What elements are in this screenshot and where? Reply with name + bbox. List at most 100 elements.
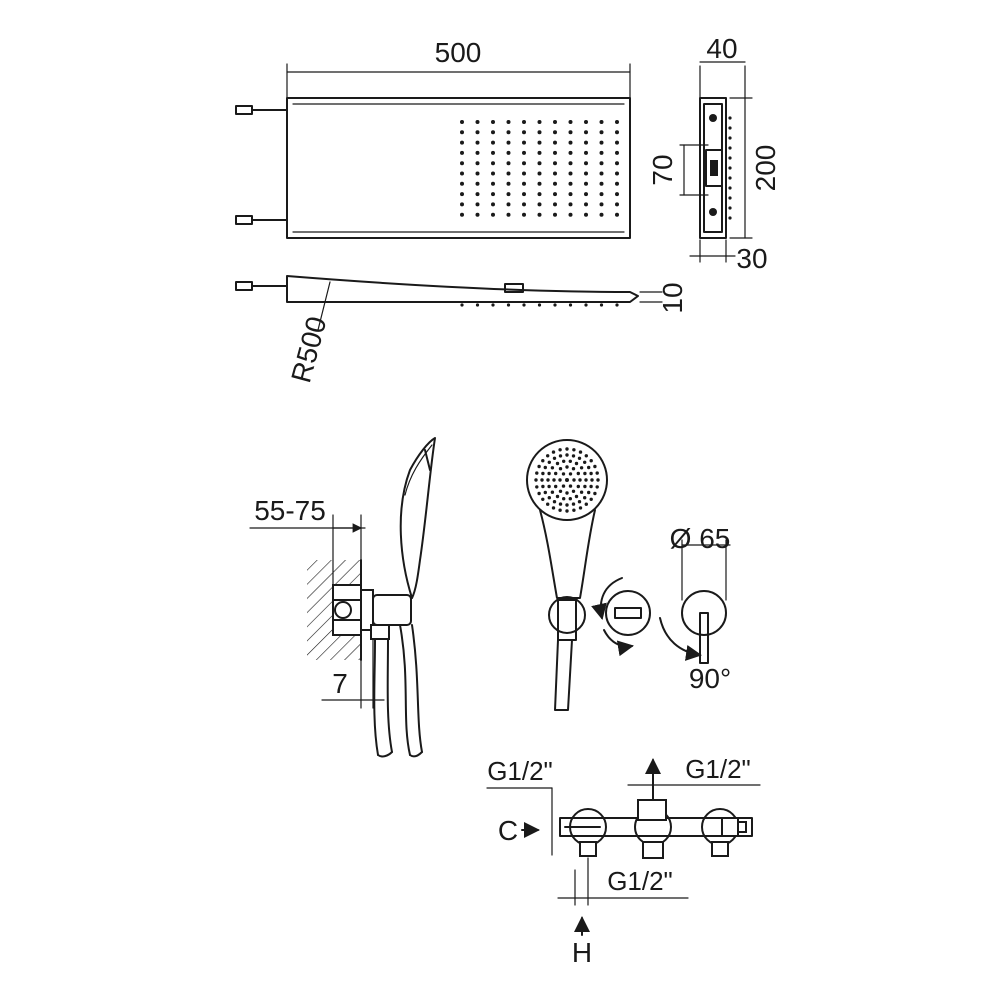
dim-30: 30 (736, 243, 767, 274)
nozzle-dot (491, 171, 495, 176)
nozzle-dot (572, 448, 576, 452)
nozzle-dot (546, 502, 550, 506)
nozzle-dot (568, 181, 573, 186)
rotate-arrow-left[interactable] (591, 577, 623, 620)
nozzle-dot (506, 140, 511, 145)
mixer-body-diagram: G1/2" G1/2" C G1/2" H (486, 754, 761, 968)
nozzle-dot (584, 161, 588, 166)
nozzle-dot (565, 465, 569, 469)
nozzle-dot (522, 161, 526, 166)
nozzle-dot (568, 497, 572, 501)
nozzle-dot (491, 140, 495, 145)
nozzle-dot (491, 192, 495, 197)
nozzle-dot (584, 181, 588, 186)
nozzle-dot (578, 478, 582, 482)
nozzle-dot (475, 130, 480, 135)
nozzle-dot (475, 192, 480, 197)
nozzle-dot (506, 192, 511, 197)
nozzle-dot (553, 181, 557, 186)
nozzle-dot (550, 466, 555, 470)
nozzle-dot (555, 494, 560, 499)
nozzle-dot (615, 192, 619, 197)
nozzle-dot (615, 150, 619, 155)
nozzle-dot (491, 303, 495, 307)
nozzle-dot (547, 460, 551, 464)
nozzle-dot (728, 116, 732, 120)
nozzle-dot (558, 448, 562, 452)
nozzle-dot (568, 192, 573, 197)
hand-shower-side-view: 55-75 7 (249, 437, 436, 758)
nozzle-dot (576, 484, 580, 489)
nozzle-dot (565, 509, 569, 513)
nozzle-dot (546, 454, 550, 458)
nozzle-dot (460, 212, 464, 217)
nozzle-dot (615, 181, 619, 186)
nozzle-dot (571, 502, 576, 506)
nozzle-dot (522, 202, 526, 207)
dim-r500: R500 (285, 313, 332, 386)
nozzle-dot (615, 212, 619, 217)
nozzle-dot (540, 478, 544, 482)
nozzle-dot (572, 508, 576, 512)
nozzle-dot (558, 502, 563, 506)
nozzle-dot (553, 202, 557, 207)
nozzle-dot (568, 161, 573, 166)
nozzle-dot (546, 478, 550, 482)
nozzle-dot (475, 181, 480, 186)
nozzle-dot (615, 171, 619, 176)
nozzle-dot (537, 171, 542, 176)
handset-profile (399, 437, 436, 599)
nozzle-dot (460, 171, 464, 176)
nozzle-dot (728, 136, 732, 140)
nozzle-dot (537, 192, 542, 197)
nozzle-dot (460, 192, 464, 197)
nozzle-dot (553, 120, 557, 124)
mixer-lever[interactable] (699, 612, 709, 664)
nozzle-dot (535, 471, 539, 475)
nozzle-dot (475, 120, 480, 124)
nozzle-dot (537, 161, 542, 166)
end-profile (699, 97, 727, 239)
nozzle-dot (522, 140, 526, 145)
nozzle-dot (460, 181, 464, 186)
nozzle-dot (728, 216, 732, 220)
nozzle-dot (568, 459, 572, 463)
nozzle-dot (728, 186, 732, 190)
nozzle-dot (615, 202, 619, 207)
nozzle-dot (562, 497, 566, 501)
nozzle-dot (579, 466, 584, 470)
nozzle-dot (728, 206, 732, 210)
nozzle-dot (568, 472, 573, 476)
nozzle-dot (550, 490, 555, 494)
nozzle-grid (460, 120, 619, 217)
nozzle-dot (584, 202, 588, 207)
nozzle-dot (593, 464, 597, 469)
nozzle-dot (568, 130, 573, 135)
nozzle-dot (491, 161, 495, 166)
conn-bottom: G1/2" (607, 866, 673, 896)
nozzle-dot (577, 500, 582, 504)
nozzle-dot (558, 454, 563, 458)
dim-10: 10 (657, 282, 688, 313)
nozzle-dot (584, 303, 588, 307)
nozzle-dot (584, 150, 588, 155)
rotate-arrow-90 (659, 617, 702, 661)
nozzle-dot (475, 150, 480, 155)
nozzle-dot (558, 508, 562, 512)
nozzle-dot (584, 212, 588, 217)
nozzle-dot (565, 478, 569, 482)
nozzle-dot (537, 464, 541, 469)
nozzle-dot (578, 450, 583, 454)
nozzle-dot (554, 471, 558, 476)
nozzle-dot (547, 484, 551, 489)
nozzle-dot (553, 171, 557, 176)
nozzle-dot (558, 467, 563, 471)
nozzle-dot (543, 465, 547, 470)
nozzle-dot (553, 140, 557, 145)
nozzle-dot (561, 472, 566, 476)
nozzle-dot (506, 161, 511, 166)
dim-90: 90° (689, 663, 731, 694)
panel-outline (286, 97, 631, 239)
nozzle-dot (599, 130, 604, 135)
nozzle-dot (506, 130, 511, 135)
